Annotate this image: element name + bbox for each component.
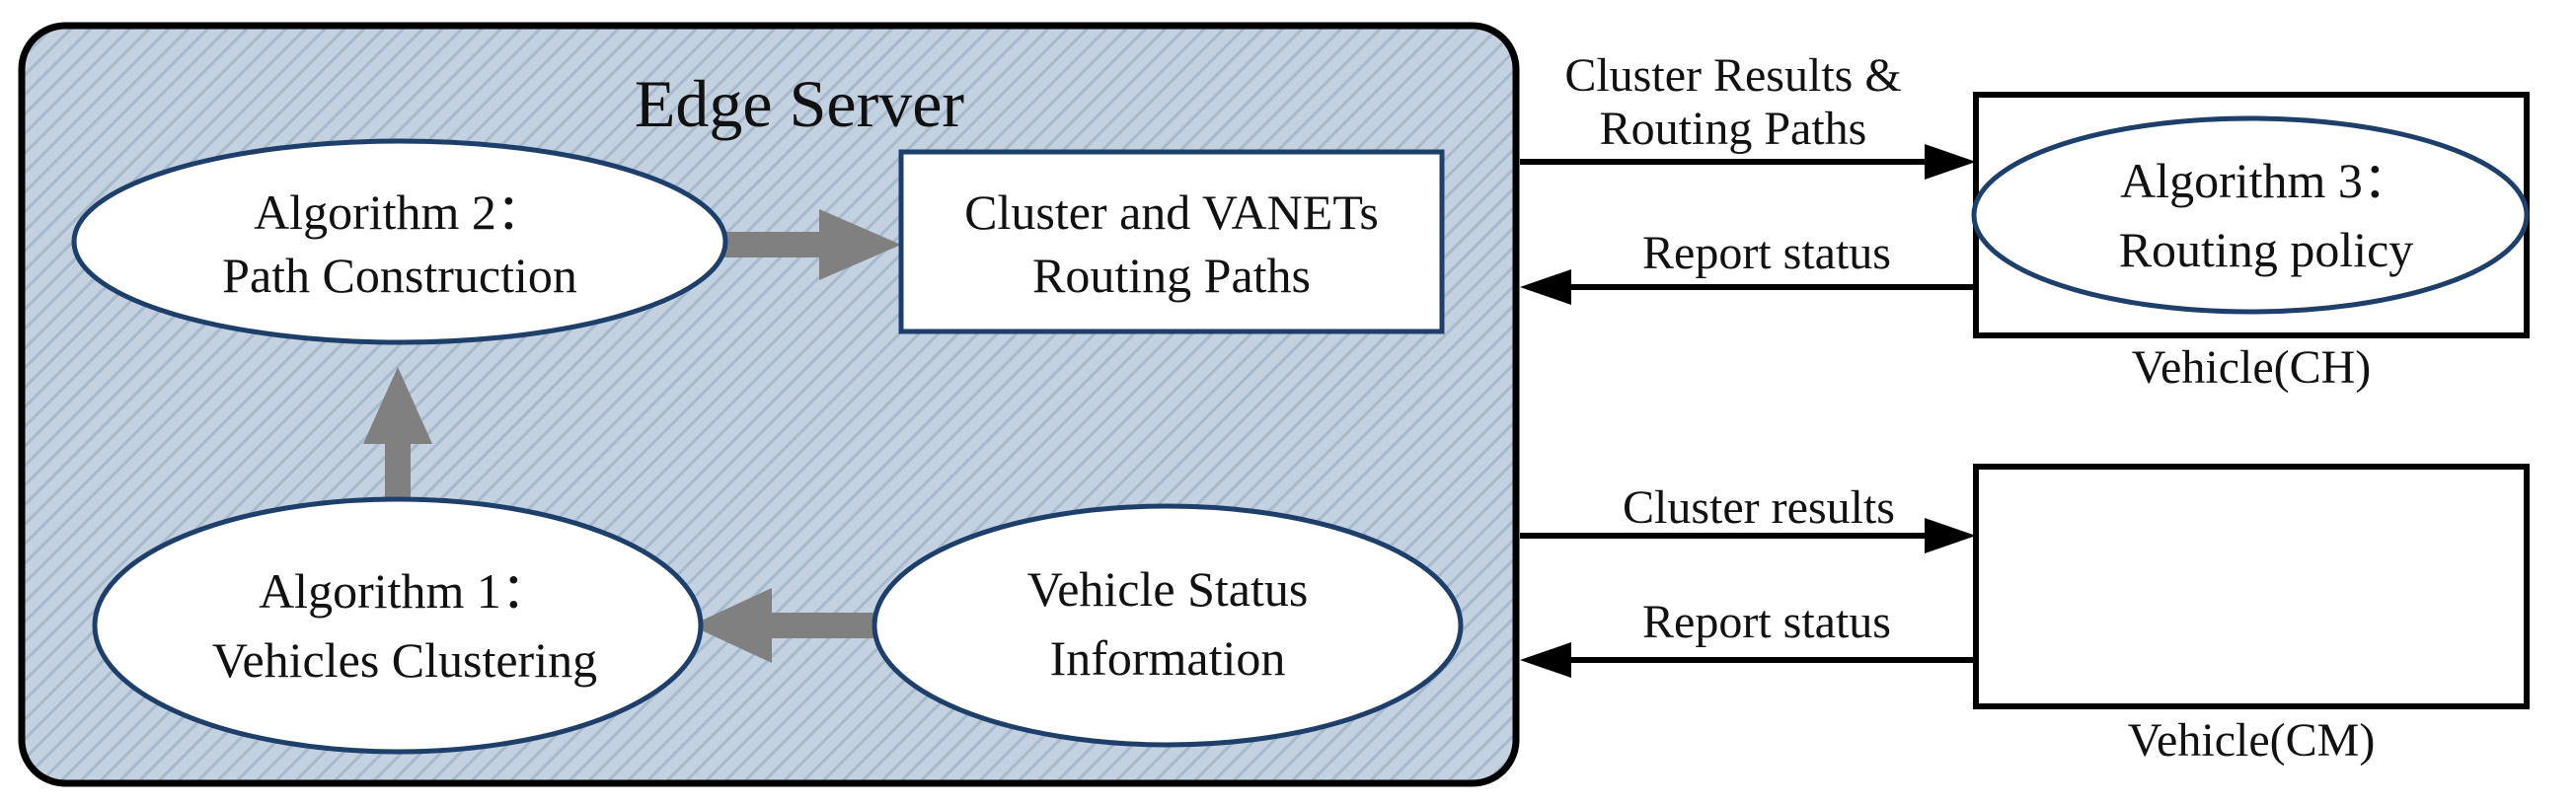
vehicle-ch-label: Vehicle(CH) xyxy=(2132,341,2372,394)
vehicle-status-line2: Information xyxy=(1050,630,1286,686)
ch-uplink-arrow xyxy=(1520,269,1974,305)
flow-arrow-status-to-algorithm1 xyxy=(691,588,878,663)
ch-downlink-label-line2: Routing Paths xyxy=(1600,103,1867,155)
vehicle-cm: Vehicle(CM) xyxy=(1973,464,2530,767)
internal-flow-arrows xyxy=(363,209,901,663)
flow-arrow-algorithm1-to-algorithm2 xyxy=(363,367,432,498)
algorithm3-ellipse xyxy=(1971,115,2530,315)
cluster-paths-line1: Cluster and VANETs xyxy=(964,184,1379,240)
cm-uplink-label: Report status xyxy=(1642,596,1891,648)
algorithm2-subtitle: Path Construction xyxy=(222,248,577,303)
vehicle-cm-box xyxy=(1973,464,2530,709)
algorithm1-subtitle: Vehicles Clustering xyxy=(212,632,597,688)
algorithm1-node: Algorithm 1： Vehicles Clustering xyxy=(92,496,704,755)
cm-links: Cluster results Report status xyxy=(1520,481,1976,678)
algorithm1-title: Algorithm 1： xyxy=(259,563,551,619)
vehicle-status-line1: Vehicle Status xyxy=(1027,561,1309,617)
cluster-paths-box xyxy=(898,149,1445,334)
cluster-paths-line2: Routing Paths xyxy=(1032,248,1311,303)
cluster-paths-node: Cluster and VANETs Routing Paths xyxy=(898,149,1445,334)
ch-downlink-arrow xyxy=(1520,144,1976,180)
vehicle-cm-label: Vehicle(CM) xyxy=(2128,714,2376,767)
cm-downlink-label: Cluster results xyxy=(1623,481,1895,534)
vehicle-status-node: Vehicle Status Information xyxy=(871,503,1464,748)
algorithm2-node: Algorithm 2： Path Construction xyxy=(71,138,728,345)
algorithm3-subtitle: Routing policy xyxy=(2119,222,2414,277)
ch-links: Cluster Results & Routing Paths Report s… xyxy=(1520,49,1976,305)
vehicle-status-ellipse xyxy=(871,503,1464,748)
ch-downlink-label-line1: Cluster Results & xyxy=(1564,49,1901,102)
algorithm2-ellipse xyxy=(71,138,728,345)
cm-uplink-arrow xyxy=(1520,642,1974,678)
ch-uplink-label: Report status xyxy=(1642,227,1891,279)
algorithm3-title: Algorithm 3： xyxy=(2120,153,2412,208)
algorithm2-title: Algorithm 2： xyxy=(254,184,546,240)
vehicle-ch: Algorithm 3： Routing policy Vehicle(CH) xyxy=(1971,92,2530,394)
cm-downlink-arrow xyxy=(1520,518,1976,553)
edge-server-title: Edge Server xyxy=(635,66,965,141)
flow-arrow-algorithm2-to-paths xyxy=(723,209,901,280)
algorithm1-ellipse xyxy=(92,496,704,755)
